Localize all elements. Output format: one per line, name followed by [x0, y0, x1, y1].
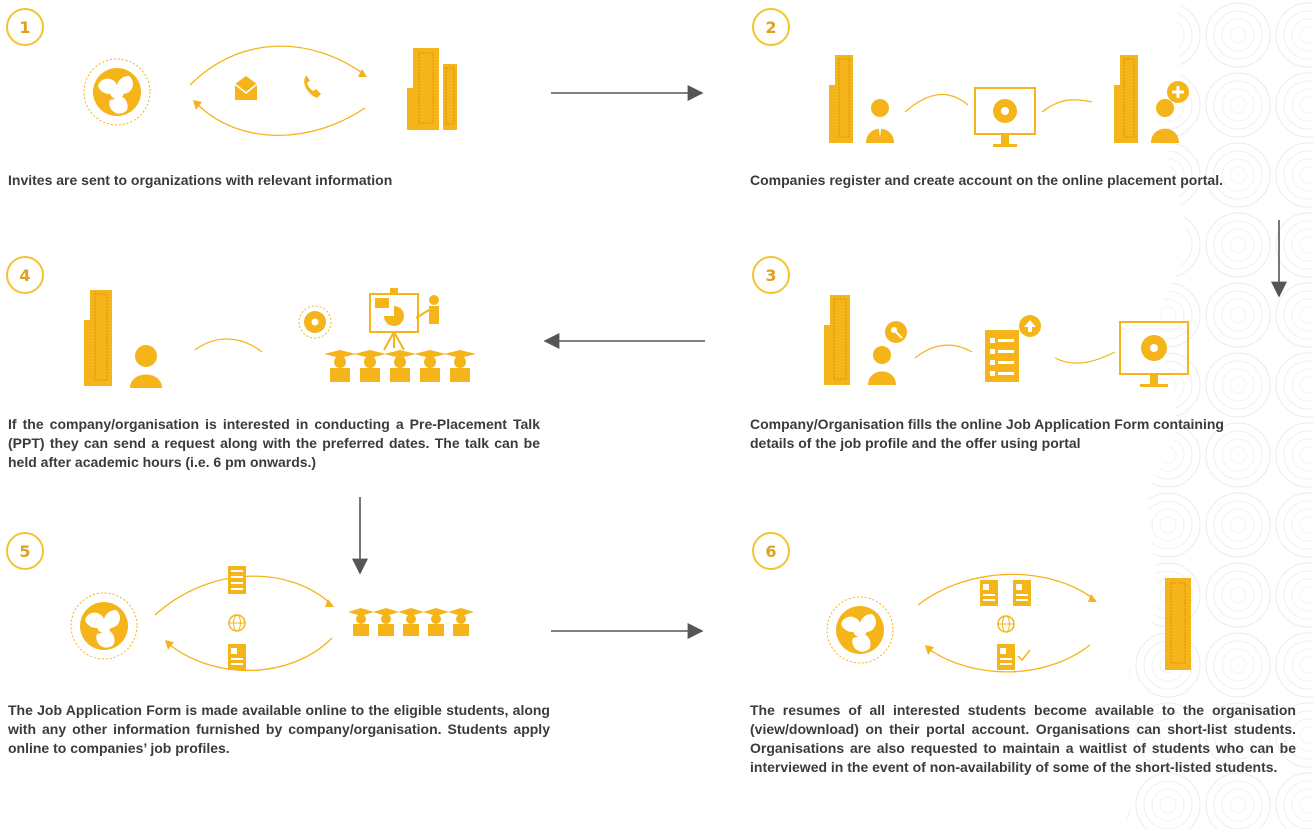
step-number-badge: 6	[752, 532, 790, 570]
step-number-badge: 2	[752, 8, 790, 46]
step-2-illustration	[829, 55, 1189, 147]
resume-icon	[980, 580, 998, 606]
resume-icon	[228, 644, 246, 670]
step-3-illustration	[824, 295, 1189, 387]
building-icon	[1165, 578, 1191, 670]
resume-icon	[1013, 580, 1031, 606]
presentation-icon	[369, 288, 439, 351]
building-icon	[1114, 55, 1138, 143]
building-icon	[84, 290, 112, 386]
step-description: The Job Application Form is made availab…	[8, 702, 550, 756]
envelope-icon	[234, 76, 258, 100]
step-number-badge: 4	[6, 256, 44, 294]
person-icon	[868, 346, 896, 385]
institute-logo-icon	[83, 58, 151, 126]
institute-logo-icon	[70, 592, 138, 660]
monitor-icon	[974, 87, 1036, 147]
form-icon	[228, 566, 246, 594]
institute-logo-icon	[993, 99, 1017, 123]
step-number-badge: 5	[6, 532, 44, 570]
step-4-illustration	[84, 288, 476, 388]
building-icon	[407, 48, 457, 130]
phone-icon	[304, 76, 321, 98]
globe-icon	[228, 614, 246, 632]
step-number-badge: 3	[752, 256, 790, 294]
step-description: If the company/organisation is intereste…	[8, 416, 540, 470]
globe-icon	[997, 615, 1015, 633]
students-icon	[324, 350, 476, 382]
person-icon	[866, 99, 894, 143]
step-description: Company/Organisation fills the online Jo…	[750, 416, 1224, 451]
person-icon	[130, 345, 162, 388]
institute-logo-icon	[826, 596, 894, 664]
step-5-illustration	[70, 566, 474, 672]
monitor-icon	[1119, 321, 1189, 387]
form-icon	[985, 330, 1019, 382]
step-description: Companies register and create account on…	[750, 172, 1223, 188]
step-6-illustration	[826, 573, 1191, 673]
institute-logo-icon	[1141, 335, 1167, 361]
resume-icon	[997, 644, 1015, 670]
institute-logo-icon	[298, 305, 332, 339]
key-icon	[885, 321, 907, 343]
plus-icon	[1167, 81, 1189, 103]
building-icon	[824, 295, 850, 385]
step-description: Invites are sent to organizations with r…	[8, 172, 393, 188]
upload-icon	[1019, 315, 1041, 337]
students-icon	[348, 608, 474, 636]
building-icon	[829, 55, 853, 143]
person-icon	[1151, 99, 1179, 143]
step-description: The resumes of all interested students b…	[750, 702, 1296, 775]
step-number-badge: 1	[6, 8, 44, 46]
step-1-illustration	[83, 45, 457, 137]
